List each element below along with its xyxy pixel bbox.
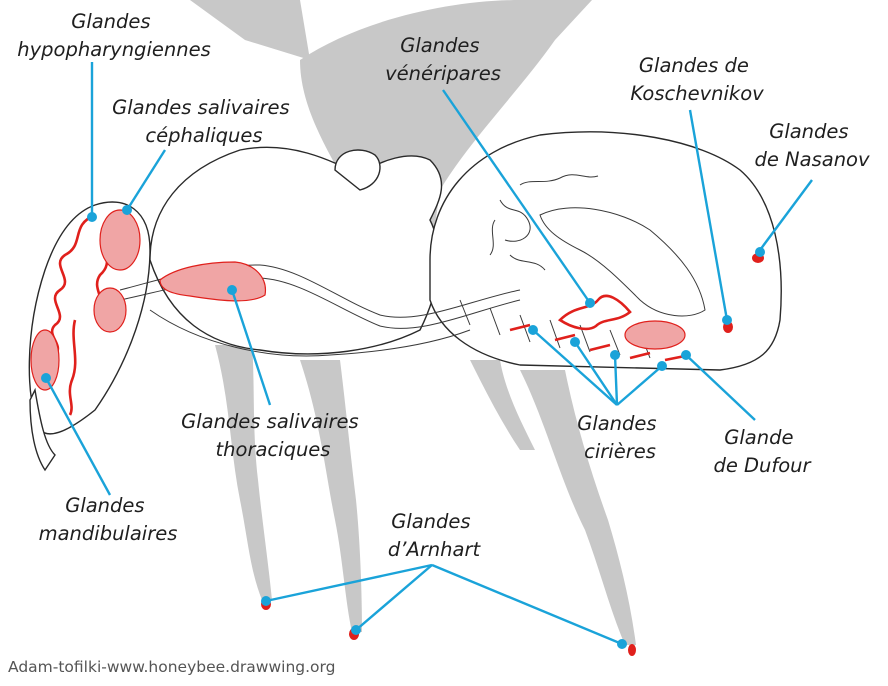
leader-arnhart-3 xyxy=(432,565,622,644)
leader-ciriere-4 xyxy=(617,366,662,405)
leader-dot-ciriere-4 xyxy=(657,361,667,371)
salivary-head-gland-lower xyxy=(94,288,126,332)
leader-salivaires-cephaliques xyxy=(127,150,165,210)
leader-dot-arnhart-3 xyxy=(617,639,627,649)
leader-dot-arnhart-1 xyxy=(261,596,271,606)
label-hypopharyngiennes: Glandes hypopharyngiennes xyxy=(17,10,210,61)
salivary-head-gland xyxy=(100,210,140,270)
abdomen-outline xyxy=(430,132,781,370)
thorax-outline xyxy=(150,147,442,354)
label-arnhart: Glandes d’Arnhart xyxy=(388,510,482,561)
bee-body xyxy=(29,132,781,470)
leader-dot-ciriere-2 xyxy=(570,337,580,347)
label-koschevnikov: Glandes de Koschevnikov xyxy=(630,54,764,105)
leader-dot-veneripares xyxy=(585,298,595,308)
leader-dot-mandibulaires xyxy=(41,373,51,383)
credit-text: Adam-tofilki-www.honeybee.drawwing.org xyxy=(8,658,335,676)
label-ciriere: Glandes cirières xyxy=(577,412,663,463)
label-dufour: Glande de Dufour xyxy=(713,426,812,477)
leader-arnhart-2 xyxy=(356,565,432,630)
leader-dot-nasanov xyxy=(755,247,765,257)
leader-dot-ciriere-1 xyxy=(528,325,538,335)
leader-dot-salivaires-thoraciques xyxy=(227,285,237,295)
leader-dot-koschevnikov xyxy=(722,315,732,325)
leader-dot-hypopharyngiennes xyxy=(87,212,97,222)
label-mandibulaires: Glandes mandibulaires xyxy=(39,494,178,545)
arnhart-gland-hind xyxy=(628,644,636,656)
leader-dot-dufour xyxy=(681,350,691,360)
leader-dot-ciriere-3 xyxy=(610,350,620,360)
dufour-gland xyxy=(625,321,685,349)
label-nasanov: Glandes de Nasanov xyxy=(754,120,870,171)
label-salivaires-cephaliques: Glandes salivaires céphaliques xyxy=(112,96,296,147)
leader-dot-arnhart-2 xyxy=(351,625,361,635)
leader-dot-salivaires-cephaliques xyxy=(122,205,132,215)
